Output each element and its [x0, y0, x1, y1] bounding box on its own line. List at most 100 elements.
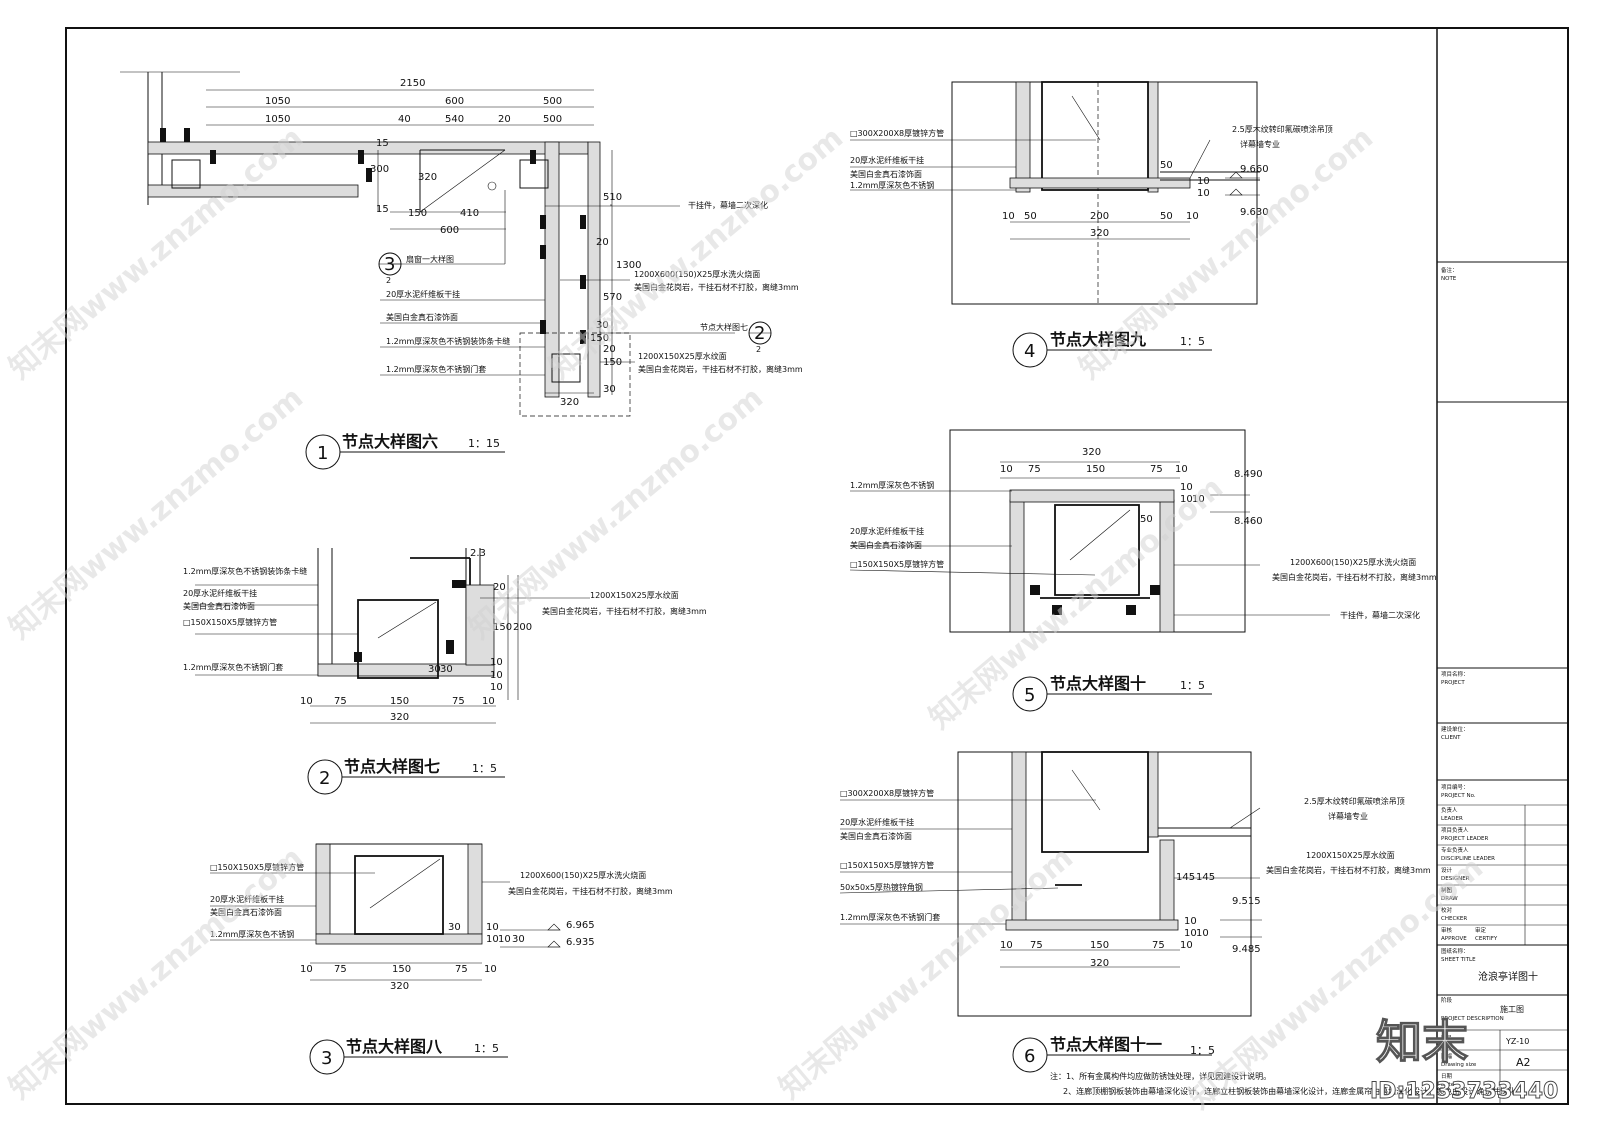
dim-20: 20 — [498, 114, 511, 125]
d3-elevation-bottom: 6.935 — [566, 937, 595, 948]
tb-stage-cn: 阶段 — [1441, 996, 1453, 1004]
d5-label-hanger: 干挂件，幕墙二次深化 — [1340, 610, 1420, 620]
tb-project-cn: 项目名称： — [1441, 670, 1469, 678]
watermark-text-7: 知末网www.znzmo.com — [3, 840, 310, 1106]
dim-30-b: 30 — [596, 320, 609, 331]
tb-size-cn: 图幅 — [1441, 1052, 1453, 1060]
detail-1-drawing — [120, 71, 772, 417]
d6-dim-320: 320 — [1090, 958, 1109, 969]
d4-dim-10-v: 10 — [1197, 176, 1210, 187]
dim-320-b: 320 — [560, 397, 579, 408]
d6-dim-10: 10 — [1000, 940, 1013, 951]
d4-elevation-bottom: 9.630 — [1240, 207, 1269, 218]
detail-3-title: 节点大样图八 — [346, 1037, 443, 1056]
d2-dim-30-b: 30 — [428, 664, 441, 675]
detail-1-number: 1 — [317, 443, 328, 464]
annotation-granite-b-1: 1200X150X25厚水纹面 — [638, 351, 727, 361]
d6-label-granite: 1200X150X25厚水纹面 — [1306, 850, 1395, 860]
d5-dim-10-v: 10 — [1180, 482, 1193, 493]
dim-150-c: 150 — [590, 333, 609, 344]
dim-600: 600 — [445, 96, 464, 107]
dim-500: 500 — [543, 96, 562, 107]
tb-client-en: CLIENT — [1441, 735, 1461, 741]
d3-dim-320: 320 — [390, 981, 409, 992]
detail-5-scale: 1：5 — [1180, 679, 1205, 692]
detail-title-1: 1 节点大样图六 1：15 — [305, 432, 505, 470]
d6-label-curtainwall: 详幕墙专业 — [1328, 811, 1368, 821]
tb-description-en: PROJECT DESCRIPTION — [1441, 1016, 1504, 1022]
tb-leader-cn: 负责人 — [1441, 806, 1458, 814]
d4-label-fiber-board: 20厚水泥纤维板干挂 — [850, 155, 924, 165]
detail-title-2: 2 节点大样图七 1：5 — [307, 757, 505, 795]
d2-dim-30: 30 — [440, 664, 453, 675]
dim-320: 320 — [418, 172, 437, 183]
d2-dim-200: 200 — [513, 622, 532, 633]
tb-size-en: Drawing size — [1441, 1062, 1477, 1068]
d3-dim-10-v3: 10 — [498, 934, 511, 945]
dim-15-b: 15 — [376, 204, 389, 215]
detail-6-annotations: □300X200X8厚镀锌方管 20厚水泥纤维板干挂 美国白金真石漆饰面 □15… — [840, 788, 1431, 969]
d2-dim-10-v: 10 — [490, 657, 503, 668]
d6-dim-75: 75 — [1030, 940, 1043, 951]
tb-note-cn: 备注： — [1441, 266, 1458, 274]
dim-2150: 2150 — [400, 78, 425, 89]
tb-approve-cn: 审核 — [1441, 926, 1453, 934]
tb-sheet-cn: 图纸名称： — [1441, 947, 1469, 955]
annotation-granite-a-1: 1200X600(150)X25厚水洗火烧面 — [634, 269, 760, 279]
annotation-hanger: 干挂件，幕墙二次深化 — [688, 200, 768, 210]
general-note-1: 注：1、所有金属构件均应做防锈蚀处理，详见园建设计说明。 — [1050, 1071, 1271, 1081]
tb-checker-cn: 校对 — [1441, 906, 1453, 914]
d2-label-stone-paint: 美国白金真石漆饰面 — [183, 601, 255, 611]
label-fiber-board: 20厚水泥纤维板干挂 — [386, 289, 460, 299]
detail-3-drawing — [210, 843, 561, 981]
detail-5-number: 5 — [1024, 685, 1035, 706]
d6-label-granite-note: 美国白金花岗岩，干挂石材不打胶，离缝3mm — [1266, 865, 1431, 875]
tb-certify-en: CERTIFY — [1475, 936, 1498, 942]
detail-6-scale: 1：5 — [1190, 1044, 1215, 1057]
dim-1050-b: 1050 — [265, 114, 290, 125]
tb-size-value: A2 — [1516, 1056, 1531, 1069]
detail-title-5: 5 节点大样图十 1：5 — [1012, 674, 1212, 712]
tb-leader-en: LEADER — [1441, 816, 1463, 822]
d3-dim-150: 150 — [392, 964, 411, 975]
d2-dim-10-b: 10 — [482, 696, 495, 707]
annotation-granite-b-2: 美国白金花岗岩，干挂石材不打胶，离缝3mm — [638, 364, 803, 374]
d2-label-fiber-board: 20厚水泥纤维板干挂 — [183, 588, 257, 598]
d2-label-steel-strip: 1.2mm厚深灰色不锈钢装饰条卡缝 — [183, 566, 307, 576]
d5-dim-10-b: 10 — [1175, 464, 1188, 475]
d3-dim-75: 75 — [334, 964, 347, 975]
d2-label-granite: 1200X150X25厚水纹面 — [590, 590, 679, 600]
tb-number-value: YZ-10 — [1505, 1037, 1529, 1046]
tb-sheet-title: 沧浪亭详图十 — [1478, 970, 1538, 983]
detail-1-annotations: 3 2 扇窗一大样图 2 2 节点大样图七 干挂件，幕墙二次深化 1200X60… — [384, 200, 803, 374]
d5-dim-10-v3: 10 — [1192, 494, 1205, 505]
d6-dim-145: 145 — [1176, 872, 1195, 883]
dim-40: 40 — [398, 114, 411, 125]
label-steel-strip: 1.2mm厚深灰色不锈钢装饰条卡缝 — [386, 336, 510, 346]
tb-date-en: Date — [1441, 1082, 1455, 1088]
detail-2-number: 2 — [319, 768, 330, 789]
tb-number-label: 图号 — [1441, 1034, 1453, 1042]
d4-label-square-tube: □300X200X8厚镀锌方管 — [850, 128, 944, 138]
detail-3-scale: 1：5 — [474, 1042, 499, 1055]
dim-570: 570 — [603, 292, 622, 303]
detail-4-annotations: □300X200X8厚镀锌方管 20厚水泥纤维板干挂 美国白金真石漆饰面 1.2… — [850, 124, 1333, 239]
ref-circle-a-number: 3 — [384, 254, 395, 275]
d5-elevation-top: 8.490 — [1234, 469, 1263, 480]
d6-dim-10-v: 10 — [1184, 916, 1197, 927]
d3-dim-10-v2: 10 — [486, 934, 499, 945]
ref-circle-a-sheet: 2 — [386, 276, 391, 285]
d6-dim-150: 150 — [1090, 940, 1109, 951]
d4-label-stone-paint: 美国白金真石漆饰面 — [850, 169, 922, 179]
d6-label-square-tube: □150X150X5厚镀锌方管 — [840, 860, 934, 870]
d5-dim-10-v2: 10 — [1180, 494, 1193, 505]
d6-label-ceiling: 2.5厚木纹转印氟碳喷涂吊顶 — [1304, 796, 1405, 806]
sheet-border — [65, 27, 1569, 1105]
ref-circle-a-label: 扇窗一大样图 — [406, 254, 454, 264]
tb-stage-value: 施工图 — [1500, 1004, 1524, 1014]
detail-4-number: 4 — [1024, 341, 1035, 362]
detail-4-drawing — [850, 81, 1260, 305]
watermark-logo: 知末 — [1376, 1015, 1468, 1069]
tb-designer-cn: 设计 — [1441, 866, 1453, 874]
